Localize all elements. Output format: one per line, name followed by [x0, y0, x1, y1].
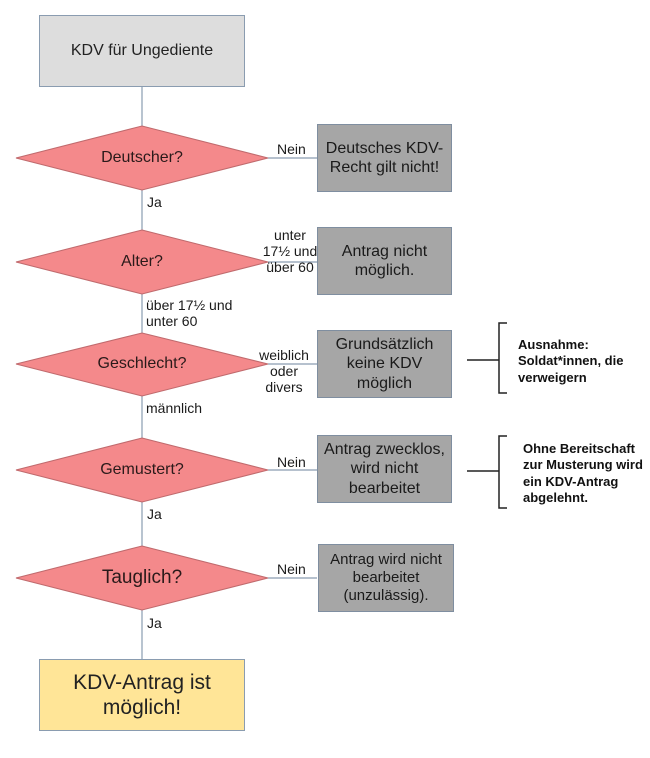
decision-label-geschlecht: Geschlecht?	[97, 355, 187, 372]
decision-diamond-tauglich	[15, 545, 269, 611]
no-label-deutscher: Nein	[277, 141, 306, 157]
yes-label-deutscher: Ja	[147, 194, 162, 210]
result-box-geschlecht: Grundsätzlich keine KDV möglich	[317, 330, 452, 398]
yes-label-alter: über 17½ und unter 60	[146, 297, 233, 330]
note-gemustert: Ohne Bereitschaft zur Musterung wird ein…	[523, 441, 643, 505]
result-box-tauglich: Antrag wird nicht bearbeitet (unzulässig…	[318, 544, 454, 612]
bracket-note-1	[467, 322, 507, 394]
note-geschlecht: Ausnahme: Soldat*innen, die verweigern	[518, 337, 624, 385]
bracket-note-2	[467, 435, 507, 509]
result-box-gemustert: Antrag zwecklos, wird nicht bearbeitet	[317, 435, 452, 503]
decision-diamond-geschlecht	[15, 332, 269, 397]
decision-label-tauglich: Tauglich?	[101, 567, 183, 588]
start-box: KDV für Ungediente	[39, 15, 245, 87]
no-label-alter: unter 17½ und über 60	[262, 227, 318, 276]
decision-label-deutscher: Deutscher?	[101, 149, 183, 166]
no-label-geschlecht: weiblich oder divers	[259, 347, 309, 396]
yes-label-geschlecht: männlich	[146, 400, 203, 416]
decision-label-alter: Alter?	[121, 253, 163, 270]
yes-label-gemustert: Ja	[147, 506, 162, 522]
result-box-alter: Antrag nicht möglich.	[317, 227, 452, 295]
result-box-deutscher: Deutsches KDV-Recht gilt nicht!	[317, 124, 452, 192]
decision-diamond-deutscher	[15, 125, 269, 191]
no-label-tauglich: Nein	[277, 561, 306, 577]
final-result-box: KDV-Antrag ist möglich!	[39, 659, 245, 731]
decision-label-gemustert: Gemustert?	[100, 461, 184, 478]
no-label-gemustert: Nein	[277, 454, 306, 470]
decision-diamond-alter	[15, 229, 269, 295]
yes-label-tauglich: Ja	[147, 615, 162, 631]
decision-diamond-gemustert	[15, 437, 269, 503]
